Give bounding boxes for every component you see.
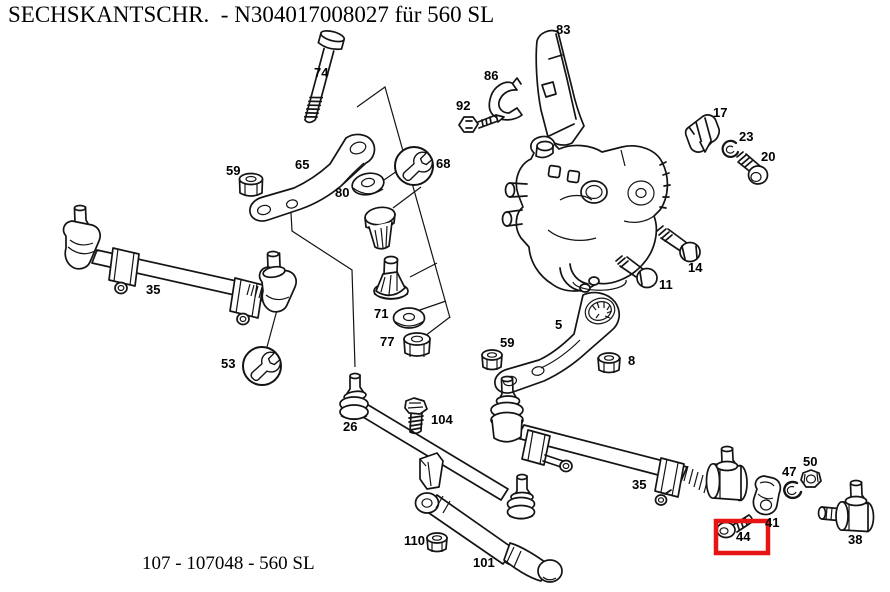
callout-83[interactable]: 83 — [556, 22, 571, 37]
callout-17[interactable]: 17 — [713, 105, 728, 120]
mount-bushing-upper — [364, 206, 396, 250]
callout-110[interactable]: 110 — [404, 533, 425, 548]
callout-35-left[interactable]: 35 — [146, 282, 161, 297]
callout-44[interactable]: 44 — [736, 529, 751, 544]
callout-59-upper[interactable]: 59 — [226, 163, 241, 178]
part-77-nut — [403, 332, 431, 357]
callout-38[interactable]: 38 — [848, 532, 863, 547]
callout-68[interactable]: 68 — [436, 156, 451, 171]
page-title: SECHSKANTSCHR. - N304017008027 für 560 S… — [8, 2, 495, 27]
callout-14[interactable]: 14 — [688, 260, 703, 275]
callout-50[interactable]: 50 — [803, 454, 818, 469]
part-80-washer — [351, 172, 385, 196]
part-8-nut — [597, 352, 621, 374]
part-47-snap-ring — [783, 480, 803, 500]
callout-65[interactable]: 65 — [295, 157, 310, 172]
part-59-nut-upper — [238, 172, 264, 197]
part-92-screw — [458, 114, 505, 133]
part-26-drag-link — [339, 372, 536, 520]
callout-23[interactable]: 23 — [739, 129, 754, 144]
figure-reference: 107 - 107048 - 560 SL — [142, 553, 315, 574]
part-104-bolt — [404, 397, 428, 435]
part-17-clamp — [684, 114, 721, 153]
part-41-clamp — [752, 475, 782, 516]
part-50-nut — [800, 469, 822, 488]
part-74-hex-bolt — [303, 30, 346, 124]
steering-gear-assembly — [501, 135, 671, 293]
callout-8[interactable]: 8 — [628, 353, 636, 368]
callout-80[interactable]: 80 — [335, 185, 350, 200]
part-86-bracket — [488, 77, 523, 121]
part-101-steering-damper — [414, 492, 563, 583]
callout-11[interactable]: 11 — [659, 277, 673, 292]
callout-47[interactable]: 47 — [782, 464, 797, 479]
assembly-alignment-lines — [266, 86, 451, 368]
part-35-left-tie-rod — [62, 204, 298, 326]
wrench-symbol-53 — [242, 346, 282, 386]
mount-bushing-lower — [373, 255, 409, 300]
callout-53[interactable]: 53 — [221, 356, 236, 371]
part-23-snap-ring — [721, 139, 740, 159]
callout-59-lower[interactable]: 59 — [500, 335, 515, 350]
callout-5[interactable]: 5 — [555, 317, 563, 332]
callout-35-right[interactable]: 35 — [632, 477, 647, 492]
callout-74[interactable]: 74 — [314, 65, 329, 80]
part-14-bolt — [656, 225, 701, 263]
part-35-right-tie-rod — [490, 375, 748, 506]
part-71-washer — [392, 307, 426, 329]
part-38-ball-joint — [817, 479, 875, 533]
part-11-bolt — [615, 255, 658, 289]
highlight-box-44 — [713, 518, 771, 556]
callout-77[interactable]: 77 — [380, 334, 395, 349]
callout-26[interactable]: 26 — [343, 419, 358, 434]
callout-101[interactable]: 101 — [473, 555, 495, 570]
callout-71[interactable]: 71 — [374, 306, 389, 321]
callout-86[interactable]: 86 — [484, 68, 499, 83]
callout-20[interactable]: 20 — [761, 149, 776, 164]
callout-104[interactable]: 104 — [431, 412, 453, 427]
part-59-nut-lower — [481, 349, 503, 371]
part-110-nut — [426, 532, 448, 553]
part-65-steering-arm — [249, 133, 376, 222]
part-83-cover-plate — [535, 29, 585, 146]
wrench-symbol-68 — [394, 146, 434, 186]
callout-41[interactable]: 41 — [765, 515, 780, 530]
part-20-bolt — [736, 151, 769, 185]
callout-92[interactable]: 92 — [456, 98, 471, 113]
